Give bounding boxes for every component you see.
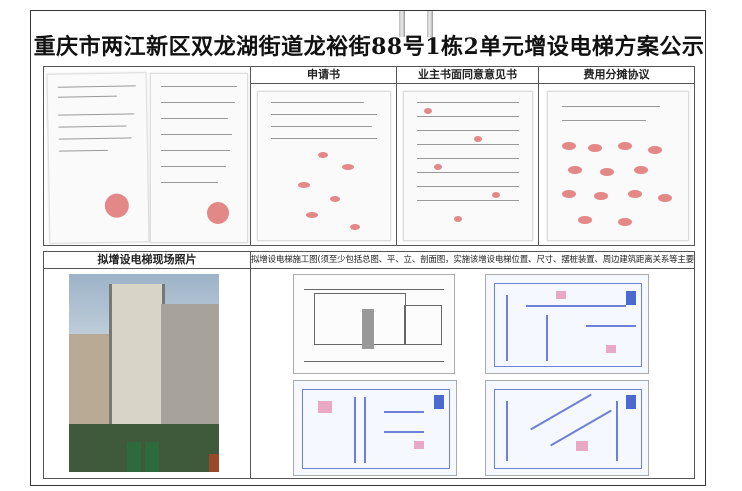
document-photo-1: [46, 72, 150, 244]
photo-header: 拟增设电梯现场照片: [44, 252, 250, 269]
drawings-row: 拟增设电梯现场照片 拟增设电梯施工图(须至少包括总图、平、立、剖面图，实施该增设…: [43, 251, 695, 479]
application-header: 申请书: [251, 67, 396, 84]
cost-column: 费用分摊协议: [538, 67, 694, 245]
drawings-header: 拟增设电梯施工图(须至少包括总图、平、立、剖面图，实施该增设电梯位置、尺寸、摆桩…: [251, 252, 694, 269]
photo-column: 拟增设电梯现场照片: [44, 252, 250, 478]
documents-row: 申请书 业主书面同意意见书: [43, 66, 695, 246]
notice-board: 重庆市两江新区双龙湖街道龙裕街88号1栋2单元增设电梯方案公示: [30, 10, 706, 486]
consent-scan: [403, 91, 533, 241]
pole-left: [399, 11, 405, 37]
drawings-column: 拟增设电梯施工图(须至少包括总图、平、立、剖面图，实施该增设电梯位置、尺寸、摆桩…: [250, 252, 694, 478]
page-title: 重庆市两江新区双龙湖街道龙裕街88号1栋2单元增设电梯方案公示: [33, 34, 705, 60]
floor-plan-drawing: [485, 274, 649, 374]
application-scan: [257, 91, 391, 241]
section-drawing: [485, 380, 649, 476]
consent-header: 业主书面同意意见书: [397, 67, 538, 84]
document-photos: [44, 67, 250, 245]
site-plan-drawing: [293, 274, 455, 374]
site-photo: [69, 274, 219, 472]
cost-header: 费用分摊协议: [539, 67, 694, 84]
pole-right: [427, 11, 433, 37]
document-photo-2: [150, 73, 248, 243]
elevation-drawing: [293, 380, 457, 476]
cost-scan: [547, 91, 689, 241]
consent-column: 业主书面同意意见书: [396, 67, 538, 245]
application-column: 申请书: [250, 67, 396, 245]
